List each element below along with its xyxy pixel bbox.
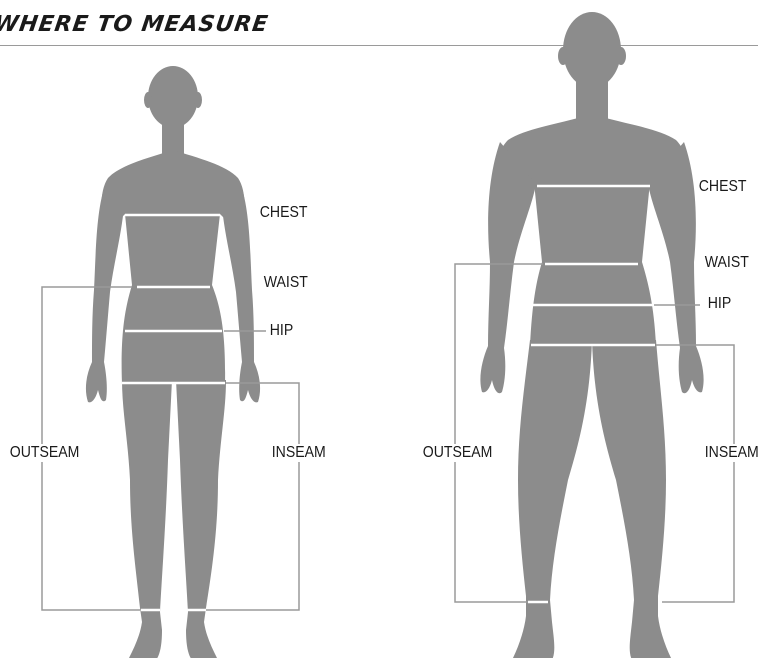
female-torso	[101, 150, 244, 384]
male-left-leg	[512, 340, 592, 658]
male-hip-label: HIP	[706, 295, 733, 313]
male-figure	[480, 12, 703, 658]
male-outseam-label: OUTSEAM	[421, 444, 494, 462]
male-left-arm	[480, 142, 536, 393]
male-head	[563, 12, 621, 88]
female-figure	[86, 66, 260, 658]
male-waist-label: WAIST	[703, 254, 751, 272]
female-right-arm	[222, 182, 260, 402]
male-chest-label: CHEST	[697, 178, 748, 196]
male-ear-right	[616, 47, 626, 65]
female-left-arm	[86, 182, 124, 402]
female-ear-right	[194, 92, 202, 108]
female-head	[148, 66, 198, 128]
female-ear-left	[144, 92, 152, 108]
male-ear-left	[558, 47, 568, 65]
male-right-leg	[592, 340, 672, 658]
female-inseam-label: INSEAM	[270, 444, 328, 462]
female-hip-label: HIP	[268, 322, 295, 340]
female-left-leg	[122, 380, 172, 658]
male-torso	[496, 114, 688, 345]
female-chest-label: CHEST	[258, 204, 309, 222]
male-inseam-label: INSEAM	[703, 444, 758, 462]
female-waist-label: WAIST	[262, 274, 310, 292]
female-right-leg	[176, 380, 226, 658]
female-outseam-label: OUTSEAM	[8, 444, 81, 462]
